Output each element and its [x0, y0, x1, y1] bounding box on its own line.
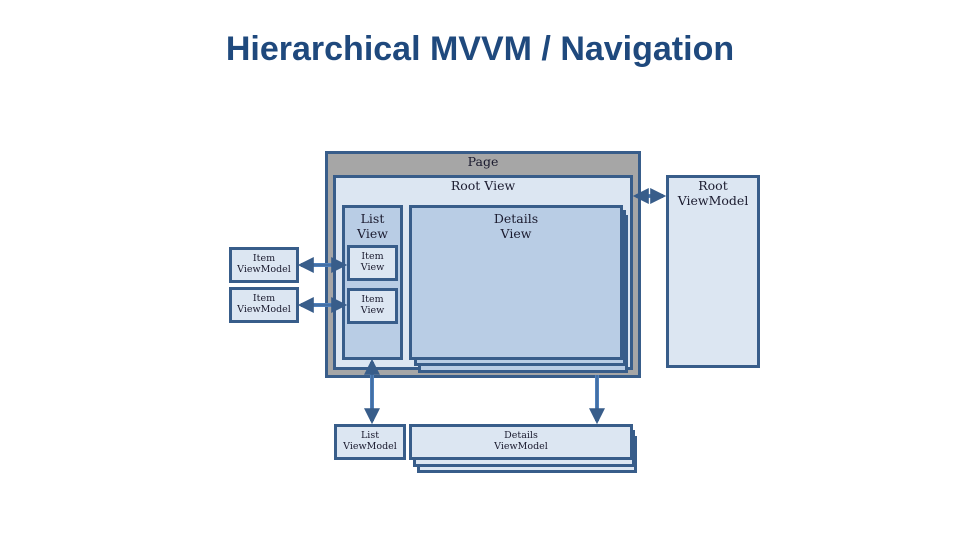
root-viewmodel-box: Root ViewModel — [666, 175, 760, 368]
root-viewmodel-label: Root ViewModel — [677, 178, 749, 208]
page-title: Hierarchical MVVM / Navigation — [225, 30, 735, 68]
item-viewmodel-box: Item ViewModel — [229, 247, 299, 283]
list-viewmodel-box: List ViewModel — [334, 424, 406, 460]
item-view-label: Item View — [360, 294, 385, 317]
page-label: Page — [467, 154, 499, 169]
root-view-label: Root View — [450, 178, 516, 193]
item-view-label: Item View — [360, 251, 385, 274]
item-view-box: Item View — [347, 245, 398, 281]
item-view-box: Item View — [347, 288, 398, 324]
list-view-box: List View — [342, 205, 403, 360]
item-viewmodel-box: Item ViewModel — [229, 287, 299, 323]
details-view-label: Details View — [493, 211, 539, 241]
details-view-box: Details View — [409, 205, 623, 360]
list-viewmodel-label: List ViewModel — [343, 430, 397, 453]
item-viewmodel-label: Item ViewModel — [237, 253, 291, 276]
item-viewmodel-label: Item ViewModel — [237, 293, 291, 316]
details-viewmodel-label: Details ViewModel — [494, 430, 548, 453]
details-viewmodel-box: Details ViewModel — [409, 424, 633, 460]
list-view-label: List View — [357, 211, 388, 241]
